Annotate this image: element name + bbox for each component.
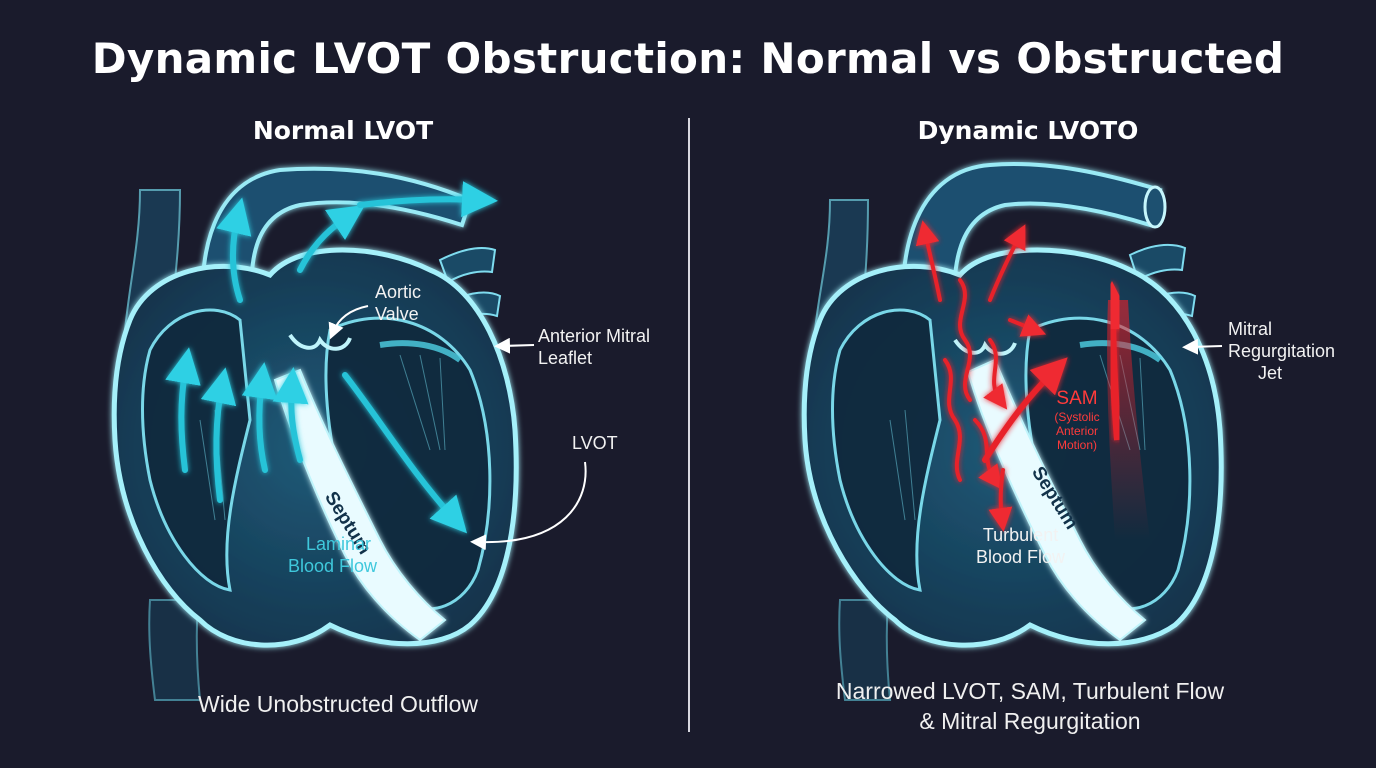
normal-flow-arrow [241, 362, 278, 473]
obstructed-aorta-opening [1143, 185, 1167, 229]
normal-flow-arrow [342, 372, 468, 534]
obstructed-panel-heading: Dynamic LVOTO [917, 116, 1139, 145]
panel-divider [688, 118, 690, 732]
normal-ivc-vessel [148, 599, 202, 701]
obstructed-heart [801, 162, 1224, 701]
normal-flow-arrow [216, 197, 252, 303]
normal-flow-arrows [165, 181, 498, 534]
obstructed-septum [966, 358, 1147, 642]
turbulent-arrow [988, 468, 1013, 532]
sam-label: SAM (Systolic Anterior Motion) [1054, 388, 1100, 452]
normal-flow-arrow [297, 205, 365, 273]
obstructed-caption: Narrowed LVOT, SAM, Turbulent Flow & Mit… [835, 678, 1225, 734]
laminar-flow-label: Laminar Blood Flow [288, 534, 378, 576]
turbulent-arrow [943, 358, 962, 482]
obstructed-ivc-vessel [838, 599, 892, 701]
obstructed-regurgitation-arrow [1088, 281, 1137, 441]
obstructed-pulmonary-vein-1 [1128, 243, 1187, 282]
normal-label-pointers [328, 305, 587, 551]
obstructed-aortic-valve [953, 338, 1017, 356]
normal-flow-arrow [200, 367, 237, 503]
normal-caption: Wide Unobstructed Outflow [198, 691, 478, 717]
turbulent-arrow [988, 224, 1026, 302]
normal-aortic-pointer [328, 305, 369, 340]
turbulent-arrow [973, 418, 1003, 490]
aortic-valve-label: Aortic Valve [375, 282, 422, 324]
page-title: Dynamic LVOT Obstruction: Normal vs Obst… [91, 34, 1285, 83]
normal-flow-arrow [357, 181, 498, 218]
normal-pulmonary-vein-1 [438, 247, 497, 284]
normal-lvot-pointer [470, 461, 587, 551]
anterior-mitral-label: Anterior Mitral Leaflet [538, 326, 651, 368]
obstructed-regurgitation-jet [1107, 300, 1150, 540]
turbulent-flow-label: Turbulent Blood Flow [976, 525, 1066, 567]
turbulent-arrow [982, 357, 1068, 463]
turbulent-arrow [1008, 314, 1047, 337]
normal-heart [111, 166, 587, 701]
mitral-regurgitation-label: Mitral Regurgitation Jet [1228, 319, 1336, 383]
turbulent-arrow [915, 220, 942, 302]
lvot-label: LVOT [572, 433, 618, 453]
normal-panel-heading: Normal LVOT [252, 116, 434, 145]
normal-mitral-pointer [494, 337, 535, 354]
normal-flow-arrow [272, 367, 309, 463]
obstructed-turbulent-flow [915, 220, 1068, 532]
obstructed-mitral-pointer [1182, 338, 1223, 355]
obstructed-label-pointers [1182, 338, 1223, 355]
turbulent-arrow [958, 278, 972, 402]
turbulent-arrow [983, 338, 1008, 410]
obstructed-right-ventricle [831, 308, 942, 592]
normal-mitral-leaflet [379, 340, 462, 363]
normal-aortic-valve [288, 333, 352, 351]
normal-septum [273, 368, 447, 642]
normal-flow-arrow [165, 347, 201, 473]
